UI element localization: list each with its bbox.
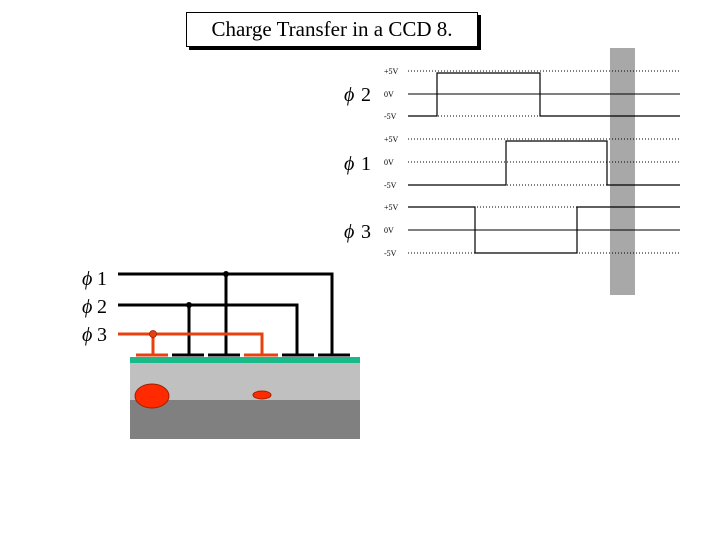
phi1-waveform bbox=[408, 140, 680, 186]
charge-packet-large bbox=[134, 383, 170, 409]
timing-row-phi1: ϕ 1 +5V 0V -5V bbox=[344, 135, 680, 190]
substrate-bottom bbox=[130, 400, 360, 439]
page-title: Charge Transfer in a CCD 8. bbox=[186, 12, 478, 47]
phi-symbol-icon: ϕ bbox=[344, 221, 354, 243]
clock-legend: ϕ 1 ϕ 2 ϕ 3 bbox=[82, 268, 107, 346]
timing-phase-label: 3 bbox=[361, 221, 371, 243]
level-label-zero: 0V bbox=[384, 90, 394, 99]
level-label-low: -5V bbox=[384, 112, 397, 121]
legend-phase-label: 2 bbox=[97, 296, 107, 318]
phi-symbol-icon: ϕ bbox=[82, 268, 92, 290]
oxide-layer bbox=[130, 357, 360, 363]
level-label-zero: 0V bbox=[384, 226, 394, 235]
timing-diagram: ϕ 2 +5V 0V -5V ϕ 1 +5V 0V -5V ϕ 3 +5V bbox=[344, 48, 680, 295]
junction-dot bbox=[149, 330, 157, 338]
time-cursor-bar bbox=[610, 48, 635, 295]
timing-phase-label: 1 bbox=[361, 153, 371, 175]
phi3-waveform bbox=[408, 206, 680, 254]
level-label-low: -5V bbox=[384, 249, 397, 258]
phi1-bus-wire bbox=[118, 272, 334, 355]
junction-dot bbox=[186, 302, 192, 308]
level-label-high: +5V bbox=[384, 135, 399, 144]
phi-symbol-icon: ϕ bbox=[82, 324, 92, 346]
level-label-high: +5V bbox=[384, 67, 399, 76]
phi2-waveform bbox=[408, 72, 680, 117]
phi-symbol-icon: ϕ bbox=[344, 153, 354, 175]
charge-packet-small bbox=[252, 390, 272, 400]
phi-symbol-icon: ϕ bbox=[344, 84, 354, 106]
level-label-low: -5V bbox=[384, 181, 397, 190]
phi-symbol-icon: ϕ bbox=[82, 296, 92, 318]
legend-phase-label: 3 bbox=[97, 324, 107, 346]
timing-row-phi2: ϕ 2 +5V 0V -5V bbox=[344, 67, 680, 121]
level-label-zero: 0V bbox=[384, 158, 394, 167]
legend-phase-label: 1 bbox=[97, 268, 107, 290]
junction-dot bbox=[223, 271, 229, 277]
level-label-high: +5V bbox=[384, 203, 399, 212]
timing-row-phi3: ϕ 3 +5V 0V -5V bbox=[344, 203, 680, 258]
phi3-bus-wire bbox=[118, 332, 264, 355]
phi2-bus-wire bbox=[118, 303, 299, 355]
timing-phase-label: 2 bbox=[361, 84, 371, 106]
ccd-structure bbox=[118, 271, 360, 439]
